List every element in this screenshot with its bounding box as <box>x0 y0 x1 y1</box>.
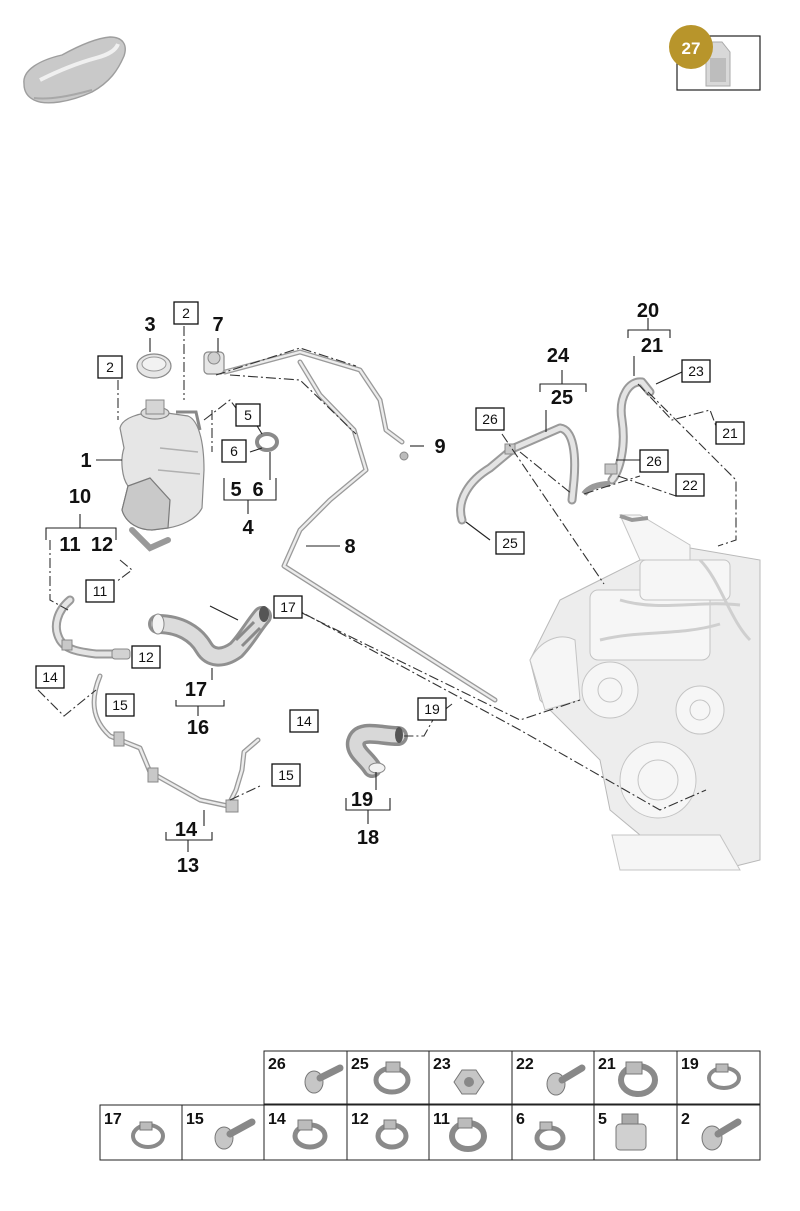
bolt-icon <box>546 1064 586 1096</box>
cell-25: 25 <box>351 1056 369 1073</box>
bolt-icon <box>214 1118 256 1150</box>
callout-9: 9 <box>434 436 445 458</box>
box-23: 23 <box>688 363 704 379</box>
box-14-right: 14 <box>296 713 312 729</box>
callout-10: 10 <box>69 486 91 508</box>
cell-21: 21 <box>598 1056 616 1073</box>
box-14-left: 14 <box>42 669 58 685</box>
cell-12: 12 <box>351 1111 369 1128</box>
pipe-13-14 <box>91 673 261 813</box>
box-15-right: 15 <box>278 767 294 783</box>
bolt-icon <box>701 1118 742 1151</box>
box-2-left: 2 <box>106 359 114 375</box>
callout-17: 17 <box>185 679 207 701</box>
cell-19: 19 <box>681 1056 699 1073</box>
callout-numbers: 1 3 7 5 6 4 10 11 12 8 9 17 16 14 13 19 … <box>59 300 663 877</box>
badge-number: 27 <box>682 39 701 58</box>
hose-clamp-icon <box>292 1119 328 1150</box>
callout-14: 14 <box>175 819 198 841</box>
callout-3: 3 <box>144 314 155 336</box>
cell-11: 11 <box>433 1111 450 1128</box>
hose-clamp-icon <box>375 1119 409 1150</box>
hose-clamp-icon <box>707 1063 741 1090</box>
box-6: 6 <box>230 443 238 459</box>
hose-18-19 <box>345 723 408 778</box>
callout-21: 21 <box>641 335 663 357</box>
callout-20: 20 <box>637 300 659 322</box>
table-row-1: 26 25 23 22 21 19 <box>263 1050 761 1105</box>
box-22: 22 <box>682 477 698 493</box>
vent-line <box>222 349 498 703</box>
cell-2: 2 <box>681 1111 690 1128</box>
leader-lines <box>45 318 683 852</box>
cell-26: 26 <box>268 1056 286 1073</box>
hose-clamp-icon <box>131 1121 165 1149</box>
callout-19: 19 <box>351 789 373 811</box>
hose-clamp-icon <box>618 1061 658 1097</box>
hose-16-17 <box>148 606 272 667</box>
callout-12: 12 <box>91 534 113 556</box>
hose-clamp-icon <box>373 1061 411 1095</box>
nut-icon <box>453 1069 485 1095</box>
box-11: 11 <box>93 583 108 599</box>
callout-24: 24 <box>547 345 570 367</box>
hose-11-12 <box>51 595 131 660</box>
box-25: 25 <box>502 535 518 551</box>
tank-cap <box>136 353 172 379</box>
callout-5: 5 <box>230 479 241 501</box>
cell-6: 6 <box>516 1111 525 1128</box>
hose-clamp-icon <box>449 1117 487 1152</box>
dash-dot-leaders <box>37 326 737 811</box>
box-19: 19 <box>424 701 440 717</box>
box-26-left: 26 <box>482 411 498 427</box>
group-badge: 27 <box>669 25 761 91</box>
callout-18: 18 <box>357 827 379 849</box>
vehicle-silhouette-icon <box>23 36 126 104</box>
box-12: 12 <box>138 649 154 665</box>
level-sensor <box>203 351 225 375</box>
pipe-20-21 <box>581 377 655 523</box>
callout-16: 16 <box>187 717 209 739</box>
callout-11: 11 <box>59 534 80 556</box>
callout-7: 7 <box>212 314 223 336</box>
bolt-icon <box>304 1064 344 1094</box>
hardware-table: 26 25 23 22 21 19 17 15 14 <box>99 1050 761 1161</box>
cell-17: 17 <box>104 1111 122 1128</box>
callout-25: 25 <box>551 387 573 409</box>
box-26-right: 26 <box>646 453 662 469</box>
expansion-tank <box>119 399 205 552</box>
cell-23: 23 <box>433 1056 451 1073</box>
cell-15: 15 <box>186 1111 204 1128</box>
callout-8: 8 <box>344 536 355 558</box>
engine-illustration <box>529 514 761 871</box>
box-2-top: 2 <box>182 305 190 321</box>
callout-13: 13 <box>177 855 199 877</box>
box-17: 17 <box>280 599 296 615</box>
cell-14: 14 <box>268 1111 286 1128</box>
hose-clamp-icon <box>615 1113 647 1151</box>
box-5: 5 <box>244 407 252 423</box>
badge-circle-icon <box>669 25 713 69</box>
box-15-left: 15 <box>112 697 128 713</box>
table-row-2: 17 15 14 12 11 6 5 2 <box>99 1104 761 1161</box>
callout-6: 6 <box>252 479 263 501</box>
hose-24-25 <box>456 423 580 525</box>
callout-4: 4 <box>242 517 254 539</box>
seal-ring <box>255 432 279 452</box>
boxed-callouts: 2 2 5 6 11 12 14 15 17 14 15 19 26 25 23… <box>35 301 745 787</box>
cell-22: 22 <box>516 1056 534 1073</box>
cell-5: 5 <box>598 1111 607 1128</box>
callout-1: 1 <box>80 450 91 472</box>
hose-clamp-icon <box>534 1121 566 1151</box>
box-21: 21 <box>722 425 738 441</box>
